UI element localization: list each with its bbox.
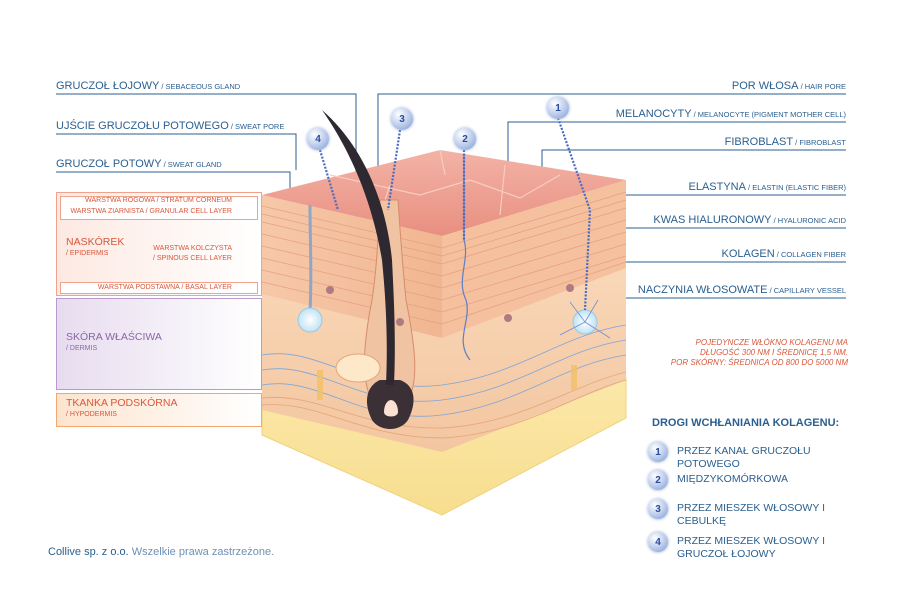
route-badge-2: 2 xyxy=(454,128,476,150)
epidermis-title: NASKÓREK / EPIDERMIS xyxy=(66,236,125,257)
route-text-3: PRZEZ MIESZEK WŁOSOWY I CEBULKĘ xyxy=(677,502,825,527)
melanocyte-cells xyxy=(326,284,574,326)
route-item-2: 2 MIĘDZYKOMÓRKOWA xyxy=(648,470,872,490)
cell-texture xyxy=(261,191,627,325)
label-hyaluronic-acid: KWAS HIALURONOWY / HYALURONIC ACID xyxy=(653,214,846,226)
stratum-corneum-box xyxy=(60,196,258,220)
hypodermis-box xyxy=(56,393,262,427)
route-item-3: 3 PRZEZ MIESZEK WŁOSOWY I CEBULKĘ xyxy=(648,499,872,528)
basal-layer-label: WARSTWA PODSTAWNA / BASAL LAYER xyxy=(97,284,232,291)
dermis-box xyxy=(56,298,262,390)
granular-layer-label: WARSTWA ZIARNISTA / GRANULAR CELL LAYER xyxy=(70,208,232,215)
route-text-2: MIĘDZYKOMÓRKOWA xyxy=(677,473,789,485)
spinous-layer-sublabel: / SPINOUS CELL LAYER xyxy=(153,255,232,262)
collagen-note: POJEDYNCZE WŁÓKNO KOLAGENU MA DŁUGOŚĆ 30… xyxy=(670,338,848,367)
elastin-branches xyxy=(559,299,611,339)
hypodermis-title: TKANKA PODSKÓRNA / HYPODERMIS xyxy=(66,397,178,418)
route-item-4: 4 PRZEZ MIESZEK WŁOSOWY I GRUCZOŁ ŁOJOWY xyxy=(648,532,872,561)
route-number-2: 2 xyxy=(648,470,668,490)
sweat-duct xyxy=(308,204,313,311)
intercellular-route-path xyxy=(461,155,471,361)
epidermis-right-face xyxy=(442,180,626,338)
route-text-1: PRZEZ KANAŁ GRUCZOŁU POTOWEGO xyxy=(677,445,811,470)
sebaceous-gland xyxy=(335,353,381,383)
absorption-route-lines xyxy=(318,117,592,311)
label-fibroblast: FIBROBLAST / FIBROBLAST xyxy=(724,136,846,148)
basal-layer-box xyxy=(60,282,258,294)
label-hair-pore: POR WŁOSA / HAIR PORE xyxy=(731,80,846,92)
dermis-title: SKÓRA WŁAŚCIWA / DERMIS xyxy=(66,331,162,352)
spinous-layer-label: WARSTWA KOLCZYSTA xyxy=(153,245,232,252)
route-badge-4: 4 xyxy=(307,128,329,150)
copyright-footer: Collive sp. z o.o. Wszelkie prawa zastrz… xyxy=(48,546,275,558)
dermal-papilla xyxy=(384,400,398,417)
route-badge-1: 1 xyxy=(547,97,569,119)
route-text-4: PRZEZ MIESZEK WŁOSOWY I GRUCZOŁ ŁOJOWY xyxy=(677,535,825,560)
sweat-gland-coil xyxy=(297,307,323,333)
label-capillary: NACZYNIA WŁOSOWATE / CAPILLARY VESSEL xyxy=(637,284,846,296)
dermis-block xyxy=(262,266,626,452)
stratum-corneum-label: WARSTWA ROGOWA / STRATUM CORNEUM xyxy=(85,197,232,204)
skin-surface-top xyxy=(262,150,626,236)
route-badge-3: 3 xyxy=(391,108,413,130)
absorption-routes-title: DROGI WCHŁANIANIA KOLAGENU: xyxy=(652,417,840,429)
hair-shaft xyxy=(322,110,395,385)
route-number-4: 4 xyxy=(648,532,668,552)
label-elastin: ELASTYNA / ELASTIN (ELASTIC FIBER) xyxy=(688,181,847,193)
collagen-fibers xyxy=(261,324,627,417)
route-item-1: 1 PRZEZ KANAŁ GRUCZOŁU POTOWEGO xyxy=(648,442,872,471)
label-melanocyte: MELANOCYTY / MELANOCYTE (PIGMENT MOTHER … xyxy=(615,108,846,120)
label-sweat-pore: UJŚCIE GRUCZOŁU POTOWEGO / SWEAT PORE xyxy=(56,120,285,132)
label-sebaceous-gland: GRUCZOŁ ŁOJOWY / SEBACEOUS GLAND xyxy=(56,80,241,92)
label-sweat-gland: GRUCZOŁ POTOWY / SWEAT GLAND xyxy=(56,158,222,170)
route-number-3: 3 xyxy=(648,499,668,519)
label-collagen: KOLAGEN / COLLAGEN FIBER xyxy=(721,248,846,260)
capillary-vessels xyxy=(317,365,577,400)
route-number-1: 1 xyxy=(648,442,668,462)
